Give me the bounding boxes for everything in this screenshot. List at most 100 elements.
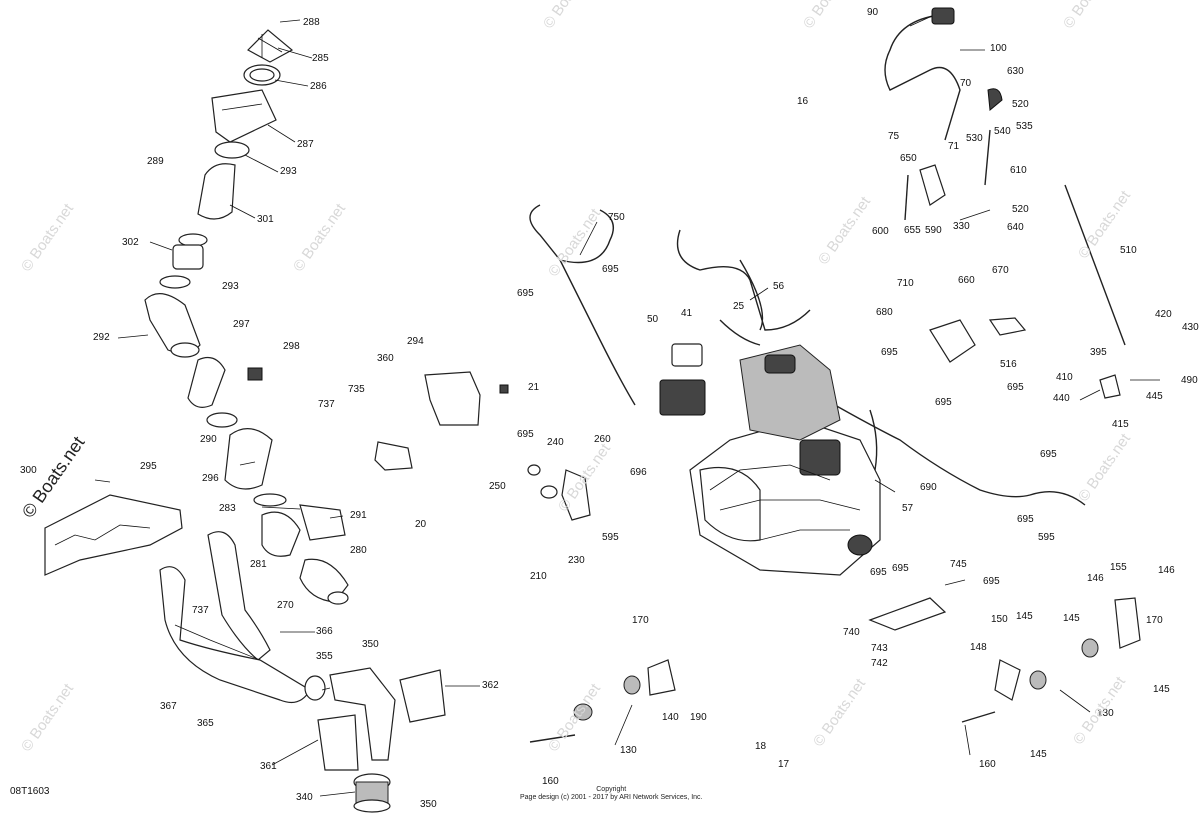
callout-737a: 737 [192,605,209,616]
callout-367: 367 [160,701,177,712]
callout-295: 295 [140,461,157,472]
callout-520b: 520 [1012,204,1029,215]
callout-590: 590 [925,225,942,236]
callout-300: 300 [20,465,37,476]
callout-365: 365 [197,718,214,729]
callout-70: 70 [960,78,972,89]
callout-301: 301 [257,214,274,225]
callout-660: 660 [958,275,975,286]
callout-670: 670 [992,265,1009,276]
callout-281: 281 [250,559,267,570]
callout-50: 50 [647,314,659,325]
callout-366: 366 [316,626,333,637]
callout-695k: 695 [983,576,1000,587]
callout-130b: 130 [1097,708,1114,719]
callout-280: 280 [350,545,367,556]
callout-445: 445 [1146,391,1163,402]
callout-362: 362 [482,680,499,691]
callout-695f: 695 [935,397,952,408]
callout-145b: 145 [1030,749,1047,760]
callout-296: 296 [202,473,219,484]
callout-535: 535 [1016,121,1033,132]
diagram-code: 08T1603 [10,786,50,797]
callout-145d: 145 [1153,684,1170,695]
callout-430: 430 [1182,322,1199,333]
callout-742: 742 [871,658,888,669]
callout-695e: 695 [1007,382,1024,393]
callout-298: 298 [283,341,300,352]
callout-286: 286 [310,81,327,92]
callout-17: 17 [778,759,790,770]
callout-71: 71 [948,141,960,152]
callout-695h: 695 [1017,514,1034,525]
callout-290: 290 [200,434,217,445]
callout-415: 415 [1112,419,1129,430]
callout-230: 230 [568,555,585,566]
callout-170b: 170 [1146,615,1163,626]
callout-140: 140 [662,712,679,723]
callout-130a: 130 [620,745,637,756]
callout-56: 56 [773,281,785,292]
callout-655: 655 [904,225,921,236]
callout-25: 25 [733,301,745,312]
callout-350b: 350 [420,799,437,810]
callout-150: 150 [991,614,1008,625]
callout-695g: 695 [1040,449,1057,460]
callout-16: 16 [797,96,809,107]
callout-250: 250 [489,481,506,492]
callout-146a: 146 [1087,573,1104,584]
callout-293a: 293 [280,166,297,177]
callout-696: 696 [630,467,647,478]
callout-361: 361 [260,761,277,772]
callout-21: 21 [528,382,540,393]
callout-410: 410 [1056,372,1073,383]
callout-600: 600 [872,226,889,237]
callout-148: 148 [970,642,987,653]
callout-18: 18 [755,741,767,752]
callout-100: 100 [990,43,1007,54]
callout-695j: 695 [892,563,909,574]
copyright-notice: Copyright Page design (c) 2001 - 2017 by… [520,786,702,802]
callout-595b: 595 [1038,532,1055,543]
callout-540: 540 [994,126,1011,137]
callout-190: 190 [690,712,707,723]
callout-355: 355 [316,651,333,662]
callout-146b: 146 [1158,565,1175,576]
callout-395: 395 [1090,347,1107,358]
callout-440: 440 [1053,393,1070,404]
callout-595: 595 [602,532,619,543]
callout-360: 360 [377,353,394,364]
callout-650: 650 [900,153,917,164]
callout-160b: 160 [979,759,996,770]
wire-harnesses [529,204,1086,506]
callout-630: 630 [1007,66,1024,77]
callout-145c: 145 [1063,613,1080,624]
callout-260: 260 [594,434,611,445]
callout-294: 294 [407,336,424,347]
callout-530: 530 [966,133,983,144]
callout-288: 288 [303,17,320,28]
callout-75: 75 [888,131,900,142]
callout-710: 710 [897,278,914,289]
callout-292: 292 [93,332,110,343]
callout-289: 289 [147,156,164,167]
callout-155: 155 [1110,562,1127,573]
callout-640: 640 [1007,222,1024,233]
callout-690: 690 [920,482,937,493]
callout-90: 90 [867,7,879,18]
callout-160a: 160 [542,776,559,787]
callout-695i: 695 [870,567,887,578]
copyright-line-2: Page design (c) 2001 - 2017 by ARI Netwo… [520,794,703,801]
callout-680: 680 [876,307,893,318]
throttle-pedal-assembly [884,7,1126,399]
callout-695d: 695 [881,347,898,358]
callout-520a: 520 [1012,99,1029,110]
callout-302: 302 [122,237,139,248]
callout-516: 516 [1000,359,1017,370]
callout-283: 283 [219,503,236,514]
callout-743: 743 [871,643,888,654]
callout-695a: 695 [517,288,534,299]
callout-270: 270 [277,600,294,611]
callout-610: 610 [1010,165,1027,176]
callout-291: 291 [350,510,367,521]
